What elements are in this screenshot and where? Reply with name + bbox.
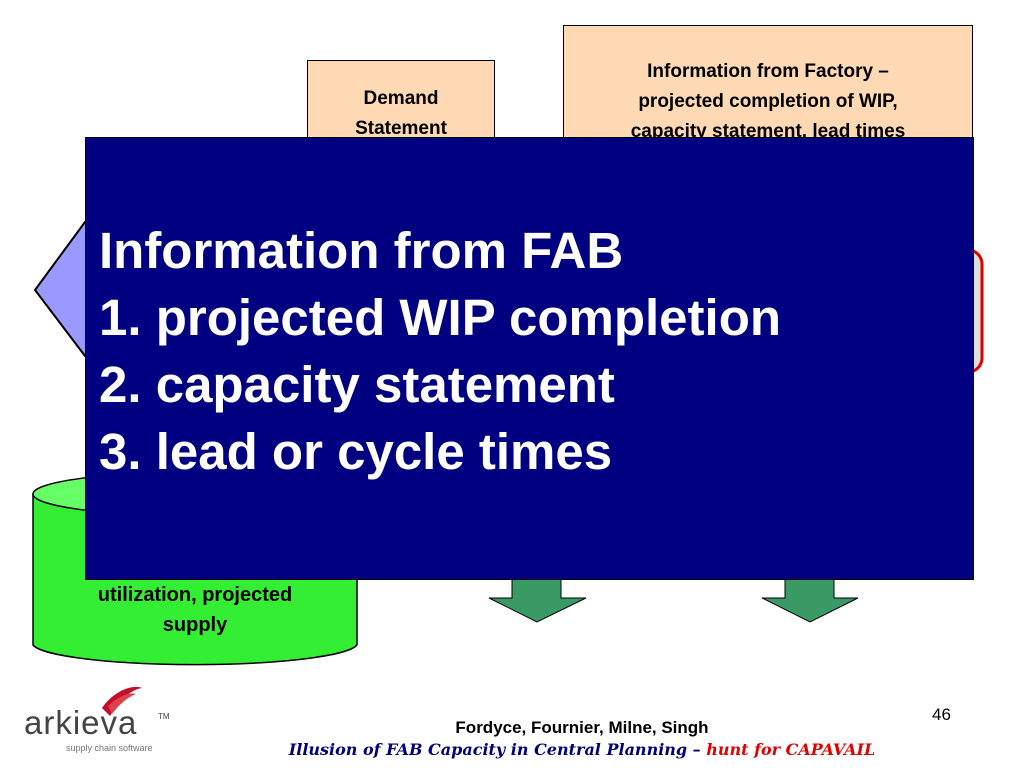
footer-subtitle-main: Illusion of FAB Capacity in Central Plan… — [288, 740, 707, 759]
factory-info-box: Information from Factory – projected com… — [563, 25, 973, 145]
down-arrow-left — [488, 577, 587, 623]
demand-line-1: Demand — [363, 88, 439, 109]
cylinder-label: utilization, projected supply — [60, 580, 330, 640]
down-arrow-right — [761, 577, 859, 623]
demand-statement-box: Demand Statement — [307, 60, 495, 150]
factory-line-3: capacity statement, lead times — [630, 121, 906, 142]
logo-wordmark: arkieva — [24, 704, 138, 741]
fab-info-overlay: Information from FAB 1. projected WIP co… — [85, 137, 974, 580]
arkieva-logo-swoosh — [102, 686, 142, 716]
footer-subtitle-highlight: hunt for CAPAVAIL — [706, 740, 876, 759]
overlay-item-1: 1. projected WIP completion — [99, 289, 782, 346]
cylinder-line-1: utilization, projected — [97, 584, 293, 606]
overlay-item-3: 3. lead or cycle times — [99, 423, 613, 480]
cylinder-line-2: supply — [162, 614, 228, 636]
factory-line-2: projected completion of WIP, — [638, 91, 898, 112]
overlay-title: Information from FAB — [99, 222, 624, 279]
overlay-item-2: 2. capacity statement — [99, 356, 615, 413]
slide-number: 46 — [932, 705, 951, 724]
footer-subtitle: Illusion of FAB Capacity in Central Plan… — [0, 740, 1024, 759]
logo-tagline: supply chain software — [66, 743, 153, 753]
logo-trademark: TM — [158, 712, 170, 721]
footer-authors: Fordyce, Fournier, Milne, Singh — [455, 718, 709, 737]
demand-line-2: Statement — [355, 118, 447, 139]
factory-line-1: Information from Factory – — [647, 61, 889, 82]
